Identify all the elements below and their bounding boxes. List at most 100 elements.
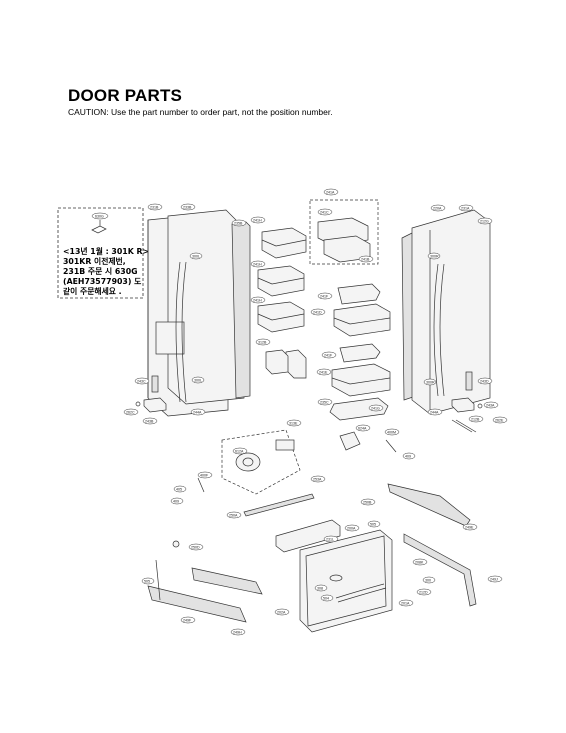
left-door <box>147 209 251 417</box>
right-hinge-parts <box>451 397 483 433</box>
right-door-bins <box>329 283 391 421</box>
svg-text:220A: 220A <box>433 207 442 211</box>
svg-text:409: 409 <box>405 455 411 459</box>
svg-text:241C: 241C <box>320 211 329 215</box>
svg-text:400M: 400M <box>387 431 396 435</box>
callout-313e: 313E <box>286 419 302 427</box>
svg-text:243B: 243B <box>145 420 154 424</box>
callout-235b: 235B <box>231 219 247 227</box>
svg-text:200A: 200A <box>347 527 356 531</box>
callout-262e: 262E <box>492 416 508 424</box>
svg-text:400F: 400F <box>200 474 209 478</box>
callout-249f: 249F <box>180 616 196 624</box>
svg-text:244A: 244A <box>193 411 202 415</box>
svg-text:405: 405 <box>176 488 182 492</box>
note-line-2: 301KR 이전제번, <box>63 256 126 266</box>
callout-241g: 241G <box>368 404 384 412</box>
callout-231b: 231B <box>147 203 163 211</box>
svg-text:250D: 250D <box>191 546 200 550</box>
note-line-3: 231B 주문 시 630G <box>63 267 138 276</box>
note-line-4: (AEH73577903) 도 <box>63 277 141 286</box>
callout-241h-2: 241H <box>250 260 266 268</box>
callout-300l: 300L <box>189 252 203 260</box>
svg-text:243C: 243C <box>137 380 146 384</box>
svg-text:241A: 241A <box>326 191 335 195</box>
callout-202a: 202A <box>274 608 290 616</box>
svg-text:250B: 250B <box>363 501 372 505</box>
svg-text:241H: 241H <box>253 263 262 267</box>
svg-text:244A: 244A <box>430 411 439 415</box>
left-hinge-parts <box>135 375 167 413</box>
svg-text:504: 504 <box>323 597 329 601</box>
callout-241b: 241B <box>358 255 374 263</box>
svg-text:241G: 241G <box>371 407 380 411</box>
callout-241c: 241C <box>317 208 333 216</box>
note-line-1: <13년 1월 : 301K R> <box>63 246 149 256</box>
callout-262c: 262C <box>123 408 139 416</box>
callout-layer: 231B 233B 235B 241H 241H 241H 241A 241C … <box>123 188 508 636</box>
callout-241d-1: 241D <box>310 308 326 316</box>
callout-409-right: 409 <box>402 452 416 460</box>
callout-241f-1: 241F <box>317 292 333 300</box>
svg-text:505: 505 <box>144 580 150 584</box>
callout-212b: 212B <box>468 415 484 423</box>
svg-text:231L: 231L <box>326 538 334 542</box>
svg-text:262C: 262C <box>126 411 135 415</box>
callout-208k: 208K <box>412 558 428 566</box>
callout-300l-2: 300L <box>191 376 205 384</box>
callout-409-left: 409 <box>170 497 184 505</box>
svg-text:308: 308 <box>317 587 323 591</box>
callout-200a: 200A <box>344 524 360 532</box>
callout-212g: 212G <box>477 217 493 225</box>
callout-231l: 231L <box>323 535 339 543</box>
svg-text:249E: 249E <box>465 526 474 530</box>
callout-243a: 243A <box>483 401 499 409</box>
callout-244a-right: 244A <box>427 408 443 416</box>
callout-505-left: 505 <box>141 577 155 585</box>
callout-243b: 243B <box>142 417 158 425</box>
svg-text:624A: 624A <box>358 427 367 431</box>
freezer-rails <box>147 483 477 623</box>
callout-300r: 300R <box>427 252 441 260</box>
callout-504: 504 <box>320 594 334 602</box>
callout-400f: 400F <box>197 471 213 479</box>
callout-400m: 400M <box>384 428 400 436</box>
callout-244a-left: 244A <box>190 408 206 416</box>
caution-text: CAUTION: Use the part number to order pa… <box>68 107 333 117</box>
svg-text:300L: 300L <box>194 379 202 383</box>
svg-text:241H: 241H <box>253 299 262 303</box>
callout-241a: 241A <box>323 188 339 196</box>
dispenser-group <box>197 429 397 495</box>
svg-text:212G: 212G <box>480 220 489 224</box>
svg-text:249F: 249F <box>183 619 192 623</box>
svg-text:241H: 241H <box>253 219 262 223</box>
svg-text:300: 300 <box>425 579 431 583</box>
svg-text:241E: 241E <box>319 371 328 375</box>
callout-231a: 231A <box>458 204 474 212</box>
svg-text:249J: 249J <box>490 578 498 582</box>
callout-241f-2: 241F <box>321 351 337 359</box>
svg-text:253A: 253A <box>313 478 322 482</box>
callout-241e: 241E <box>316 368 332 376</box>
callout-312b: 312B <box>255 338 271 346</box>
callout-241h-3: 241H <box>250 296 266 304</box>
svg-text:262E: 262E <box>495 419 504 423</box>
svg-text:312B: 312B <box>258 341 267 345</box>
callout-253a: 253A <box>310 475 326 483</box>
page-title: DOOR PARTS <box>68 86 183 105</box>
callout-220a: 220A <box>430 204 446 212</box>
callout-250d: 250D <box>188 543 204 551</box>
svg-text:300R: 300R <box>426 381 435 385</box>
callout-300r-2: 300R <box>423 378 437 386</box>
callout-243c: 243C <box>134 377 150 385</box>
svg-text:409: 409 <box>173 500 179 504</box>
svg-text:212D: 212D <box>419 591 428 595</box>
callout-212d: 212D <box>416 588 432 596</box>
callout-235c: 235C <box>317 398 333 406</box>
callout-241h-1: 241H <box>250 216 266 224</box>
svg-text:250A: 250A <box>229 514 238 518</box>
callout-612a: 612A <box>232 447 248 455</box>
callout-308: 308 <box>314 584 328 592</box>
freezer-drawer <box>299 529 393 633</box>
